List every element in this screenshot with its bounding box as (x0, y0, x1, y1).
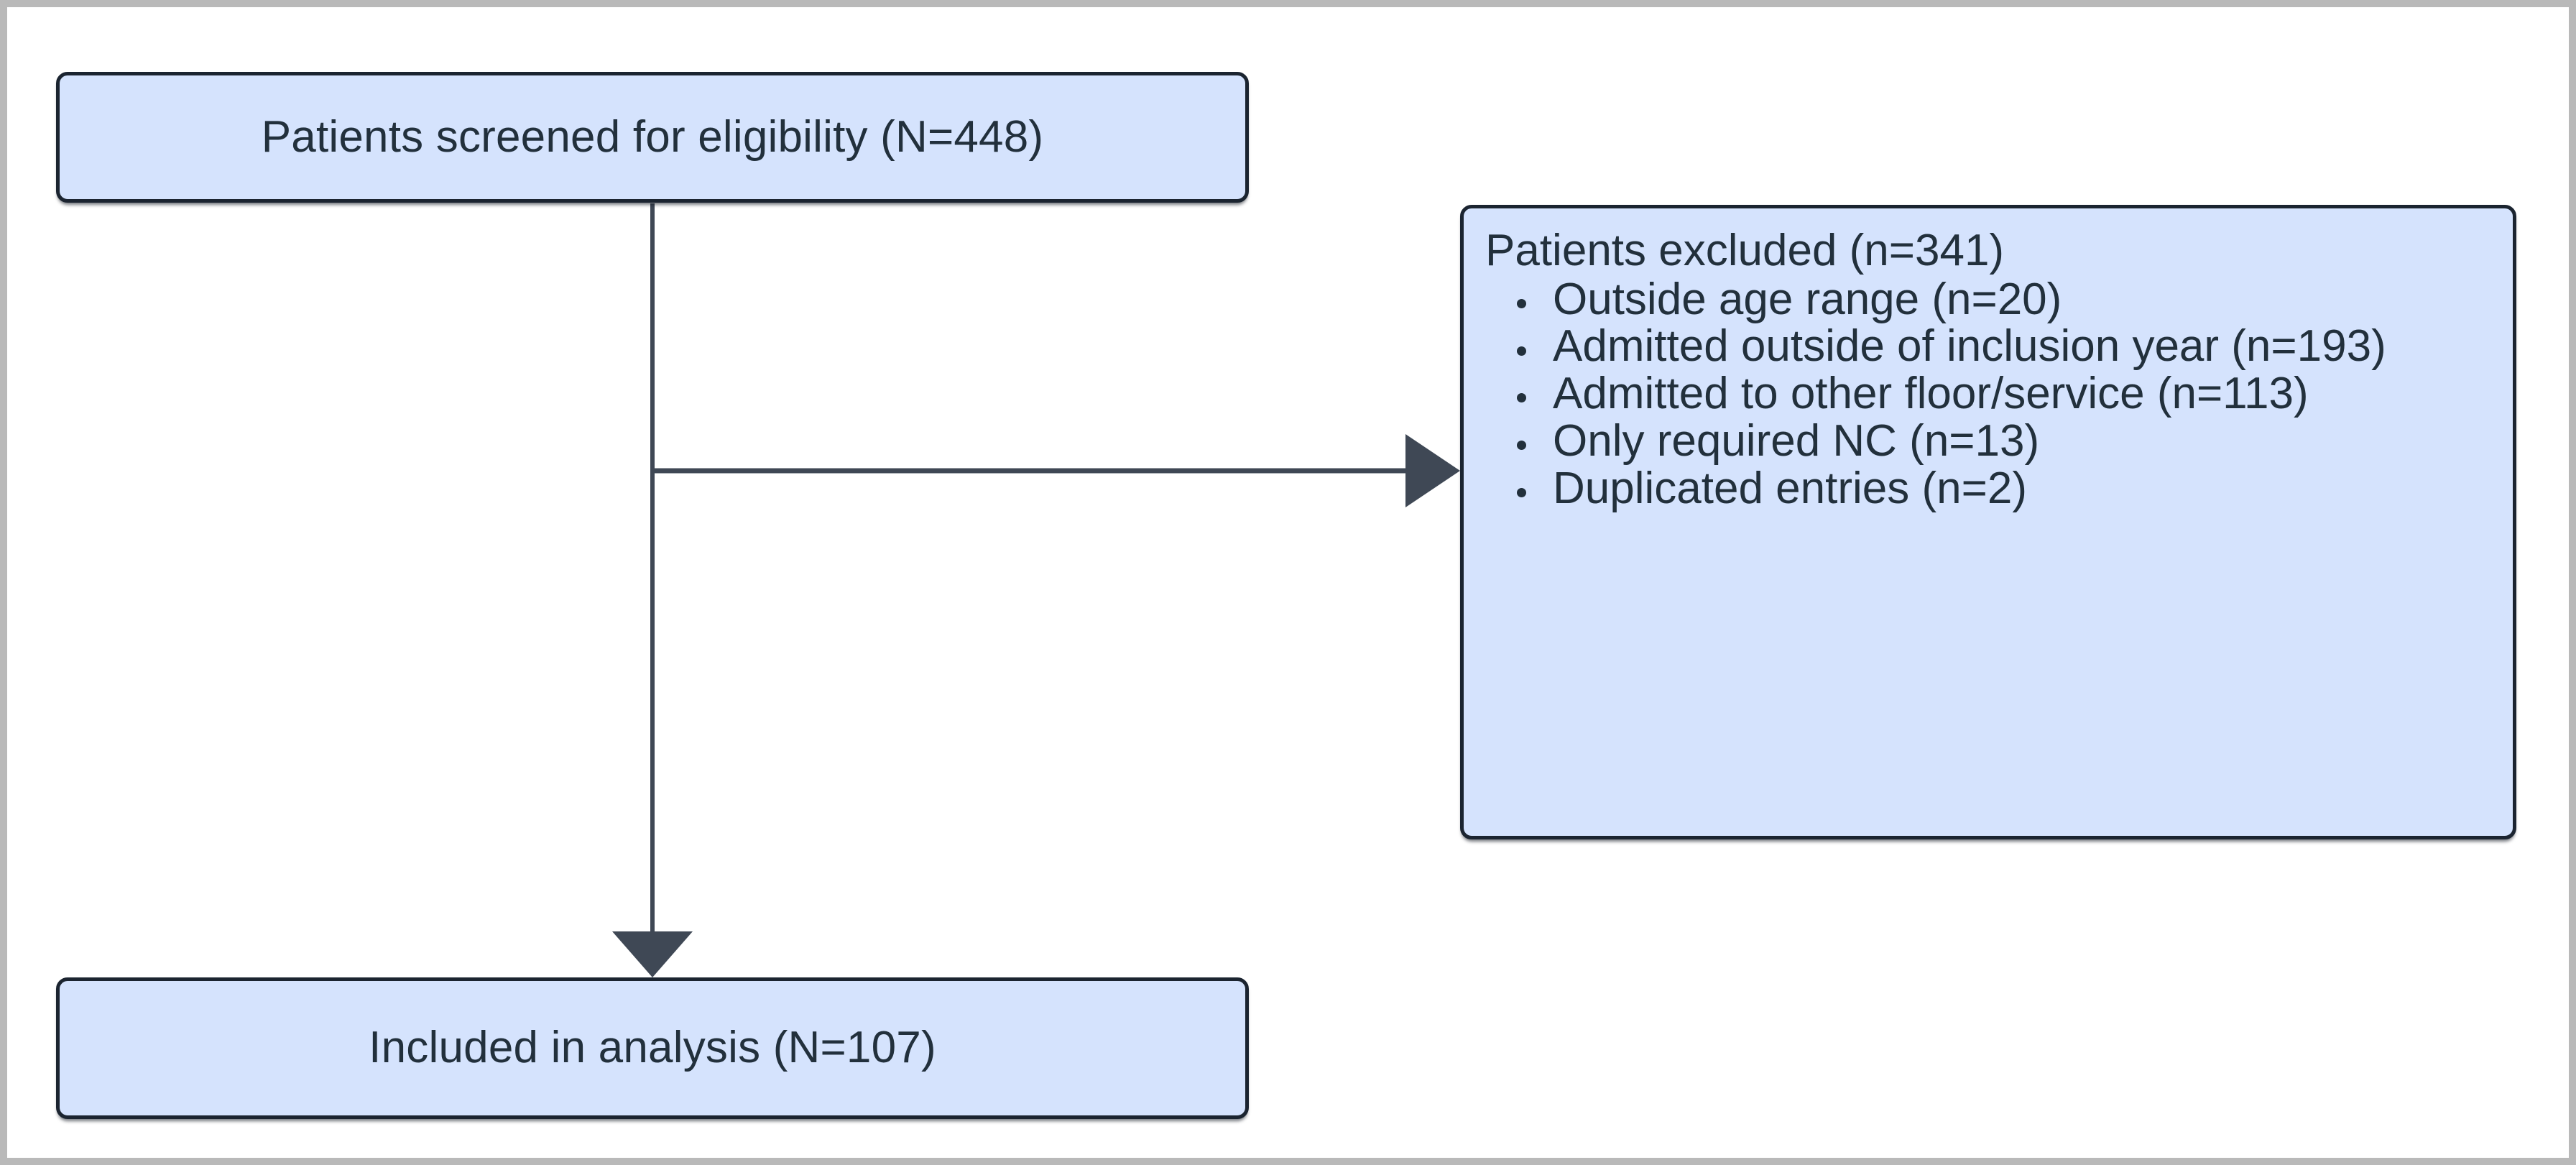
exclusion-reason-item: Duplicated entries (n=2) (1517, 463, 2500, 513)
node-patients-excluded-title: Patients excluded (n=341) (1485, 226, 2005, 275)
exclusion-reason-list: Outside age range (n=20) Admitted outsid… (1485, 274, 2500, 513)
exclusion-reason-label: Admitted to other floor/service (n=113) (1553, 369, 2309, 419)
arrowhead-down-icon (612, 931, 693, 977)
arrowhead-right-icon (1405, 434, 1460, 507)
bullet-dot-icon (1517, 487, 1526, 497)
exclusion-reason-item: Outside age range (n=20) (1517, 274, 2500, 324)
bullet-dot-icon (1517, 441, 1526, 451)
exclusion-reason-item: Admitted to other floor/service (n=113) (1517, 369, 2500, 419)
exclusion-reason-label: Admitted outside of inclusion year (n=19… (1553, 321, 2386, 372)
node-patients-screened[interactable]: Patients screened for eligibility (N=448… (56, 72, 1249, 203)
exclusion-reason-item: Admitted outside of inclusion year (n=19… (1517, 321, 2500, 372)
bullet-dot-icon (1517, 298, 1526, 308)
node-included-in-analysis-label: Included in analysis (N=107) (369, 1023, 936, 1073)
node-patients-excluded[interactable]: Patients excluded (n=341) Outside age ra… (1460, 205, 2516, 839)
bullet-dot-icon (1517, 393, 1526, 403)
bullet-dot-icon (1517, 346, 1526, 356)
node-included-in-analysis[interactable]: Included in analysis (N=107) (56, 977, 1249, 1119)
exclusion-reason-item: Only required NC (n=13) (1517, 415, 2500, 466)
exclusion-reason-label: Duplicated entries (n=2) (1553, 463, 2027, 513)
exclusion-reason-label: Outside age range (n=20) (1553, 274, 2062, 324)
node-patients-screened-label: Patients screened for eligibility (N=448… (261, 111, 1044, 162)
exclusion-reason-label: Only required NC (n=13) (1553, 415, 2040, 466)
